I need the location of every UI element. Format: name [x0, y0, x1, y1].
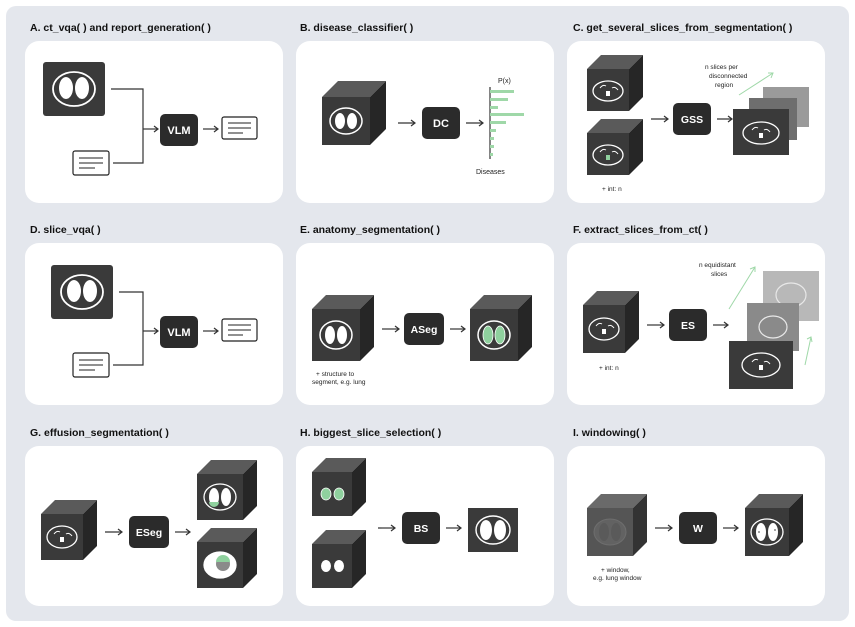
panel-c: + int: n GSS n slices per disconnected r… — [567, 41, 825, 203]
note-line-2: slices — [711, 271, 728, 278]
panel-e-title: E. anatomy_segmentation( ) — [300, 224, 441, 236]
bs-label: BS — [414, 523, 429, 535]
probability-bars — [490, 90, 524, 156]
param-int-n: + int: n — [602, 186, 622, 193]
vlm-label: VLM — [167, 125, 190, 137]
panel-d-title: D. slice_vqa( ) — [30, 224, 101, 236]
text-prompt-document-icon — [72, 352, 110, 378]
panel-d-diagram: VLM — [51, 265, 258, 378]
note-line-3: region — [715, 82, 733, 89]
aseg-label: ASeg — [411, 324, 438, 336]
biggest-slice-image — [468, 508, 518, 552]
panel-b: DC P(x) Diseases — [296, 41, 554, 203]
panel-d: VLM — [25, 243, 283, 405]
panel-f-diagram: + int: n ES n equidistant slices — [583, 262, 819, 389]
eseg-box — [129, 516, 169, 548]
vlm-box — [160, 316, 198, 348]
ct-volume-cube — [583, 291, 639, 353]
vlm-box — [160, 114, 198, 146]
ct-volume-cube — [41, 500, 97, 560]
small-mask-cube-bottom — [312, 530, 366, 588]
panel-f: + int: n ES n equidistant slices — [567, 243, 825, 405]
report-document-icon — [221, 116, 258, 140]
panel-h-diagram: BS — [312, 458, 518, 588]
panel-i: + window, e.g. lung window W — [567, 446, 825, 606]
panel-e: + structure to segment, e.g. lung ASeg — [296, 243, 554, 405]
equidistant-slices-stack — [729, 271, 819, 389]
panel-g-diagram: ESeg — [41, 460, 257, 588]
aseg-box — [404, 313, 444, 345]
ct-slice-image — [43, 62, 105, 116]
w-label: W — [693, 523, 703, 535]
note-line-1: n slices per — [705, 64, 739, 71]
lung-window-cube — [745, 494, 803, 556]
gss-box — [673, 103, 711, 135]
segmentation-mask-cube — [587, 119, 643, 175]
ct-volume-cube — [312, 295, 374, 361]
stacked-output-slices — [733, 87, 809, 155]
panel-a-title: A. ct_vqa( ) and report_generation( ) — [30, 22, 211, 34]
param-line-1: + structure to — [316, 371, 354, 378]
panel-f-title: F. extract_slices_from_ct( ) — [573, 224, 708, 236]
panel-h: BS — [296, 446, 554, 606]
diseases-axis-label: Diseases — [476, 169, 505, 176]
panel-i-diagram: + window, e.g. lung window W — [587, 494, 803, 582]
probability-axis-label: P(x) — [498, 78, 511, 85]
es-box — [669, 309, 707, 341]
w-box — [679, 512, 717, 544]
panel-b-title: B. disease_classifier( ) — [300, 22, 414, 34]
dc-label: DC — [433, 118, 449, 130]
small-mask-cube-top — [312, 458, 366, 516]
effusion-mask-cube-top — [197, 460, 257, 520]
param-line-1: + window, — [601, 567, 630, 574]
panel-c-diagram: + int: n GSS n slices per disconnected r… — [587, 55, 809, 193]
lung-mask-cube — [470, 295, 532, 361]
panel-g: ESeg — [25, 446, 283, 606]
panel-i-title: I. windowing( ) — [573, 427, 646, 439]
panel-c-title: C. get_several_slices_from_segmentation(… — [573, 22, 793, 34]
panel-b-diagram: DC P(x) Diseases — [322, 78, 524, 176]
note-line-2: disconnected — [709, 73, 748, 80]
bs-box — [402, 512, 440, 544]
panel-h-title: H. biggest_slice_selection( ) — [300, 427, 442, 439]
param-line-2: e.g. lung window — [593, 575, 642, 582]
param-int-n: + int: n — [599, 365, 619, 372]
param-line-2: segment, e.g. lung — [312, 379, 366, 386]
panel-e-diagram: + structure to segment, e.g. lung ASeg — [312, 295, 532, 386]
dc-box — [422, 107, 460, 139]
vlm-label: VLM — [167, 327, 190, 339]
note-line-1: n equidistant — [699, 262, 736, 269]
eseg-label: ESeg — [136, 527, 162, 539]
ct-volume-cube-top — [587, 55, 643, 111]
answer-document-icon — [221, 318, 258, 342]
ct-volume-cube — [322, 81, 386, 145]
panel-a: VLM — [25, 41, 283, 203]
text-prompt-document-icon — [72, 150, 110, 176]
effusion-mask-cube-bottom — [197, 528, 257, 588]
panel-a-diagram: VLM — [43, 62, 258, 176]
panel-g-title: G. effusion_segmentation( ) — [30, 427, 169, 439]
gss-label: GSS — [681, 114, 703, 126]
es-label: ES — [681, 320, 695, 332]
ct-slice-image — [51, 265, 113, 319]
ct-volume-cube-raw — [587, 494, 647, 556]
